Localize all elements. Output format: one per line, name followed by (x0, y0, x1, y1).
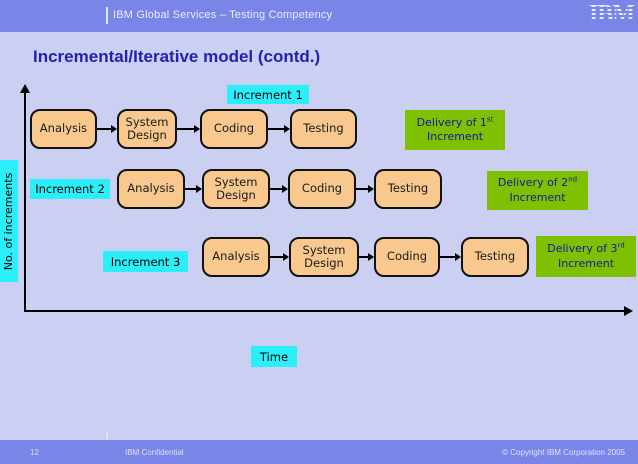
ordinal-suffix: st (486, 115, 494, 124)
y-axis-label: No. of increments (0, 160, 18, 282)
footer-bar: 12 IBM Confidential © Copyright IBM Corp… (0, 440, 638, 464)
increment-3-label: Increment 3 (103, 251, 188, 272)
header-bar: IBM Global Services – Testing Competency… (0, 0, 638, 32)
ordinal-suffix: nd (568, 175, 578, 184)
process-box-testing-3: Testing (461, 237, 529, 277)
x-axis-line (24, 310, 625, 312)
page-number: 12 (30, 448, 39, 457)
delivery-2-line1: Delivery of 2nd (497, 175, 578, 190)
arrow-icon (185, 185, 202, 193)
process-box-analysis-1: Analysis (30, 109, 97, 149)
delivery-box-3: Delivery of 3rd Increment (536, 236, 636, 277)
process-box-system-design-2: System Design (202, 169, 270, 209)
y-axis-arrowhead-icon (20, 84, 30, 93)
arrow-icon (177, 125, 200, 133)
process-box-analysis-3: Analysis (202, 237, 270, 277)
ibm-logo: IBM (588, 1, 635, 27)
ordinal-suffix: rd (617, 241, 625, 250)
arrow-icon (270, 185, 288, 193)
process-box-system-design-3: System Design (289, 237, 359, 277)
confidential-label: IBM Confidential (125, 448, 184, 457)
header-title: IBM Global Services – Testing Competency (113, 9, 333, 21)
process-box-coding-1: Coding (200, 109, 268, 149)
delivery-1-line2: Increment (426, 130, 484, 143)
ibm-logo-stripes (588, 1, 634, 27)
process-box-coding-2: Coding (288, 169, 356, 209)
delivery-2-line2: Increment (509, 190, 566, 204)
delivery-box-1: Delivery of 1st Increment (405, 110, 505, 150)
copyright-label: © Copyright IBM Corporation 2005 (502, 448, 625, 457)
arrow-icon (356, 185, 374, 193)
arrow-icon (359, 253, 374, 261)
delivery-box-2: Delivery of 2nd Increment (487, 171, 588, 210)
delivery-3-line2: Increment (557, 256, 615, 270)
x-axis-label: Time (251, 346, 297, 367)
increment-2-label: Increment 2 (30, 179, 110, 199)
delivery-1-line1: Delivery of 1st (416, 115, 494, 129)
process-box-system-design-1: System Design (117, 109, 177, 149)
process-box-coding-3: Coding (374, 237, 440, 277)
arrow-icon (97, 125, 117, 133)
delivery-3-line1: Delivery of 3rd (547, 241, 625, 256)
y-axis-line (24, 92, 26, 311)
x-axis-arrowhead-icon (624, 306, 633, 316)
y-axis-label-text: No. of increments (2, 172, 16, 270)
process-box-testing-1: Testing (290, 109, 357, 149)
process-box-testing-2: Testing (374, 169, 442, 209)
arrow-icon (268, 125, 290, 133)
page-title: Incremental/Iterative model (contd.) (33, 47, 321, 66)
arrow-icon (440, 253, 461, 261)
increment-1-label: Increment 1 (227, 85, 309, 104)
header-divider (106, 7, 108, 24)
arrow-icon (270, 253, 289, 261)
process-box-analysis-2: Analysis (117, 169, 185, 209)
